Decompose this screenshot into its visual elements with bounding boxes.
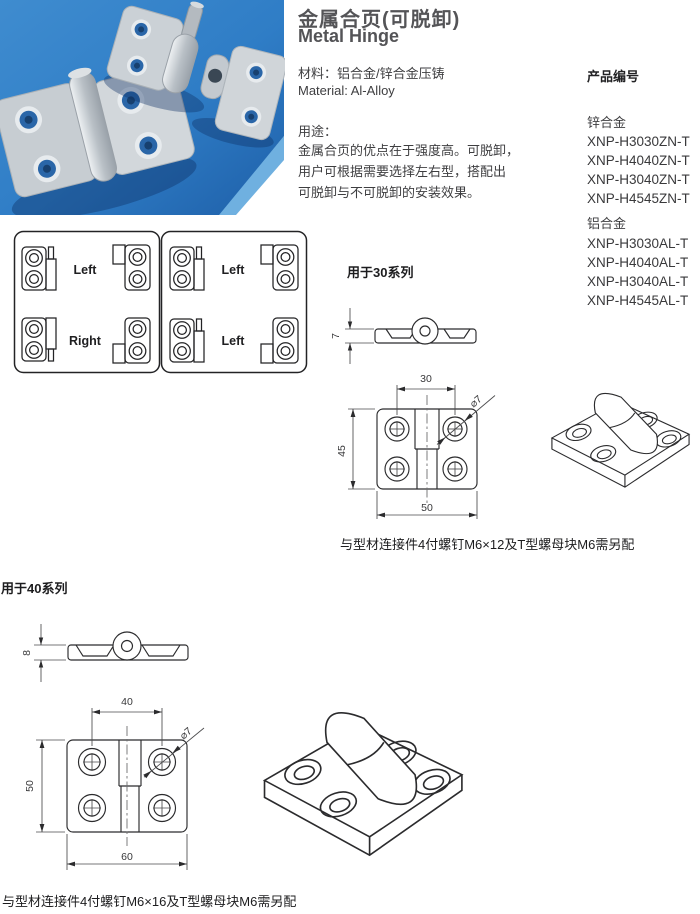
dim-pitch: 30 [420,373,432,385]
photo-large-hinge [0,64,197,215]
aluminum-part-number-list: XNP-H3030AL-T XNP-H4040AL-T XNP-H3040AL-… [587,234,688,310]
part-number: XNP-H3040AL-T [587,274,689,289]
series40-heading: 用于40系列 [1,581,68,596]
series40-isometric-view [262,712,464,857]
part-number: XNP-H3040ZN-T [587,172,690,187]
orientation-panel-left [13,230,161,374]
mounting-holes [77,747,177,823]
series30-front-view: 30 45 50 ⌀7 [336,373,496,519]
dim-hole-diameter: ⌀7 [468,393,485,410]
usage-line: 可脱卸与不可脱卸的安装效果。 [298,185,481,200]
dim-thickness: 8 [21,650,33,656]
dim-width: 50 [421,502,433,514]
material-line-en: Material: Al-Alloy [298,83,395,98]
photo-hinge-socket-half [192,45,285,148]
part-number: XNP-H4545ZN-T [587,191,690,206]
part-number: XNP-H4040AL-T [587,255,689,270]
orientation-label: Left [222,263,246,277]
series30-side-view: 7 [330,308,477,364]
aluminum-alloy-label: 铝合金 [587,216,627,231]
part-number: XNP-H4040ZN-T [587,153,690,168]
page-title-en: Metal Hinge [298,26,400,46]
usage-line: 金属合页的优点在于强度高。可脱卸， [298,143,520,158]
photo-hinge-with-pin [103,1,205,113]
countersunk-holes [284,740,451,818]
usage-label: 用途： [298,124,338,139]
series40-side-view: 8 [21,624,189,682]
part-number: XNP-H3030ZN-T [587,134,690,149]
dim-height: 50 [24,780,36,792]
orientation-label: Left [74,263,98,277]
series30-heading: 用于30系列 [347,265,414,280]
orientation-label: Left [222,334,246,348]
orientation-panel-right [160,230,308,374]
dim-pitch: 40 [121,696,133,708]
zinc-alloy-label: 锌合金 [587,115,627,130]
orientation-diagram: Left Right Left Left [13,230,308,374]
series30-note: 与型材连接件4付螺钉M6×12及T型螺母块M6需另配 [340,537,635,552]
product-photo [0,0,285,215]
series40-front-view: 40 50 60 ⌀7 [24,696,205,870]
hinge-barrel [324,712,418,806]
dim-width: 60 [121,851,133,863]
mounting-holes [384,416,468,482]
page-title-zh: 金属合页(可脱卸) [298,9,461,31]
material-line-zh: 材料：铝合金/锌合金压铸 [298,66,445,81]
hinge-barrel [593,392,658,455]
part-numbers-heading: 产品编号 [587,69,640,84]
dim-height: 45 [336,445,348,457]
part-number: XNP-H3030AL-T [587,236,689,251]
series40-note: 与型材连接件4付螺钉M6×16及T型螺母块M6需另配 [2,894,297,909]
part-number: XNP-H4545AL-T [587,293,689,308]
zinc-part-number-list: XNP-H3030ZN-T XNP-H4040ZN-T XNP-H3040ZN-… [587,132,690,208]
dim-thickness: 7 [330,333,342,339]
usage-line: 用户可根据需要选择左右型，搭配出 [298,164,507,179]
series30-isometric-view [550,392,691,488]
orientation-label: Right [69,334,102,348]
